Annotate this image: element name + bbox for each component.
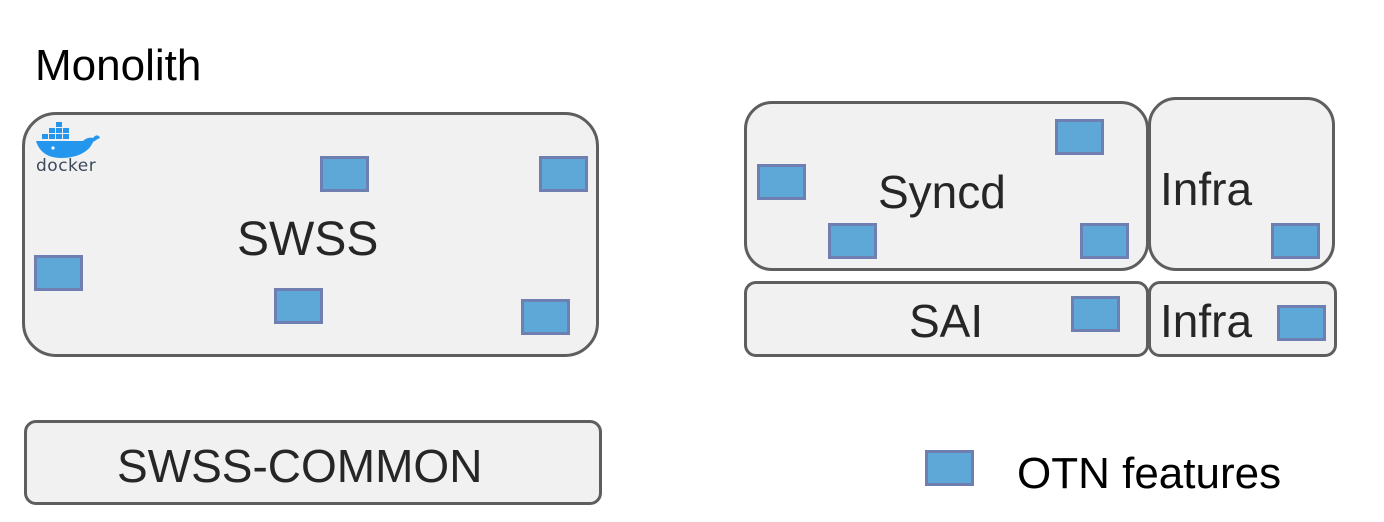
otn-feature-square bbox=[274, 288, 323, 324]
otn-feature-square bbox=[1071, 296, 1120, 332]
swss-label: SWSS bbox=[237, 213, 379, 266]
otn-feature-square bbox=[1055, 119, 1104, 155]
otn-feature-square bbox=[1277, 305, 1326, 341]
docker-whale-icon bbox=[36, 122, 100, 158]
otn-feature-square bbox=[1271, 223, 1320, 259]
syncd-label: Syncd bbox=[878, 166, 1006, 218]
otn-feature-square bbox=[1080, 223, 1129, 259]
docker-icon: docker bbox=[33, 120, 105, 178]
infra-bottom-box: Infra bbox=[1148, 281, 1337, 357]
otn-feature-square bbox=[757, 164, 806, 200]
legend-swatch bbox=[925, 450, 974, 486]
swss-common-box: SWSS-COMMON bbox=[24, 420, 602, 505]
otn-feature-square bbox=[320, 156, 369, 192]
docker-logo-text: docker bbox=[36, 156, 97, 176]
infra-top-label: Infra bbox=[1160, 163, 1253, 215]
sai-label: SAI bbox=[909, 295, 984, 347]
diagram-title: Monolith bbox=[35, 41, 202, 90]
legend-label: OTN features bbox=[1017, 449, 1282, 498]
otn-feature-square bbox=[521, 299, 570, 335]
swss-common-label: SWSS-COMMON bbox=[117, 440, 483, 492]
otn-feature-square bbox=[539, 156, 588, 192]
otn-feature-square bbox=[828, 223, 877, 259]
infra-bottom-label: Infra bbox=[1160, 295, 1253, 347]
otn-feature-square bbox=[34, 255, 83, 291]
